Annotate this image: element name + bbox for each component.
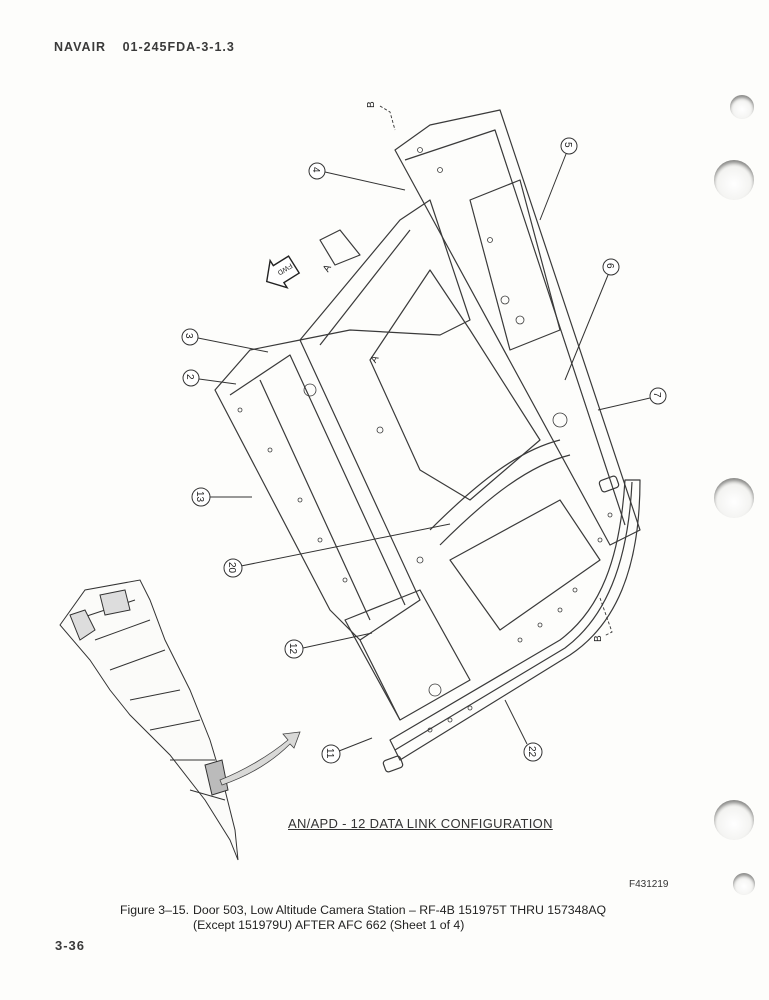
section-marker-a-lower: A: [369, 353, 382, 365]
svg-text:4: 4: [310, 167, 321, 173]
svg-text:7: 7: [651, 392, 662, 398]
window-opening: [369, 269, 541, 501]
callout-12: 12: [284, 632, 373, 659]
svg-text:12: 12: [287, 643, 298, 655]
right-rail: [394, 109, 641, 546]
svg-text:2: 2: [184, 374, 195, 380]
svg-text:6: 6: [604, 263, 615, 269]
configuration-title: AN/APD - 12 DATA LINK CONFIGURATION: [288, 816, 553, 831]
figure-caption: Figure 3–15.Door 503, Low Altitude Camer…: [120, 903, 606, 933]
callout-22: 22: [504, 699, 543, 762]
page-header: NAVAIR 01-245FDA-3-1.3: [54, 40, 247, 54]
callout-13: 13: [191, 487, 252, 507]
caption-line-1: Door 503, Low Altitude Camera Station – …: [193, 903, 607, 917]
svg-text:3: 3: [183, 333, 194, 339]
callout-7: 7: [597, 387, 667, 411]
header-org: NAVAIR: [54, 40, 107, 54]
binder-hole: [730, 95, 754, 119]
caption-label: Figure 3–15.: [120, 903, 190, 917]
binder-hole: [714, 160, 754, 200]
callout-20: 20: [223, 523, 451, 578]
page-number: 3-36: [55, 938, 86, 953]
callout-11: 11: [321, 737, 373, 764]
section-marker-b-top: B: [366, 101, 377, 108]
figure-id: F431219: [629, 879, 669, 890]
section-marker-a-upper: A: [321, 263, 334, 275]
svg-text:20: 20: [226, 562, 237, 574]
section-marker-b-bottom: B: [593, 635, 604, 642]
svg-text:5: 5: [562, 142, 573, 148]
binder-hole: [733, 873, 755, 895]
callout-5: 5: [539, 137, 578, 221]
callout-4: 4: [308, 162, 406, 191]
svg-text:13: 13: [194, 491, 205, 503]
caption-line-2: (Except 151979U) AFTER AFC 662 (Sheet 1 …: [193, 918, 465, 932]
binder-hole: [714, 800, 754, 840]
callout-6: 6: [564, 258, 620, 381]
svg-text:11: 11: [324, 748, 335, 759]
svg-text:22: 22: [526, 746, 537, 758]
lower-tube: [389, 479, 641, 761]
binder-hole: [714, 478, 754, 518]
callout-2: 2: [182, 369, 237, 387]
forward-arrow-icon: FWD: [265, 255, 301, 289]
callout-3: 3: [181, 328, 269, 353]
left-panel: [214, 339, 421, 641]
upper-frame: [299, 199, 471, 341]
header-doc-number: 01-245FDA-3-1.3: [122, 40, 235, 54]
aircraft-locator-inset: [59, 579, 239, 861]
locator-arrow-icon: [219, 731, 301, 786]
